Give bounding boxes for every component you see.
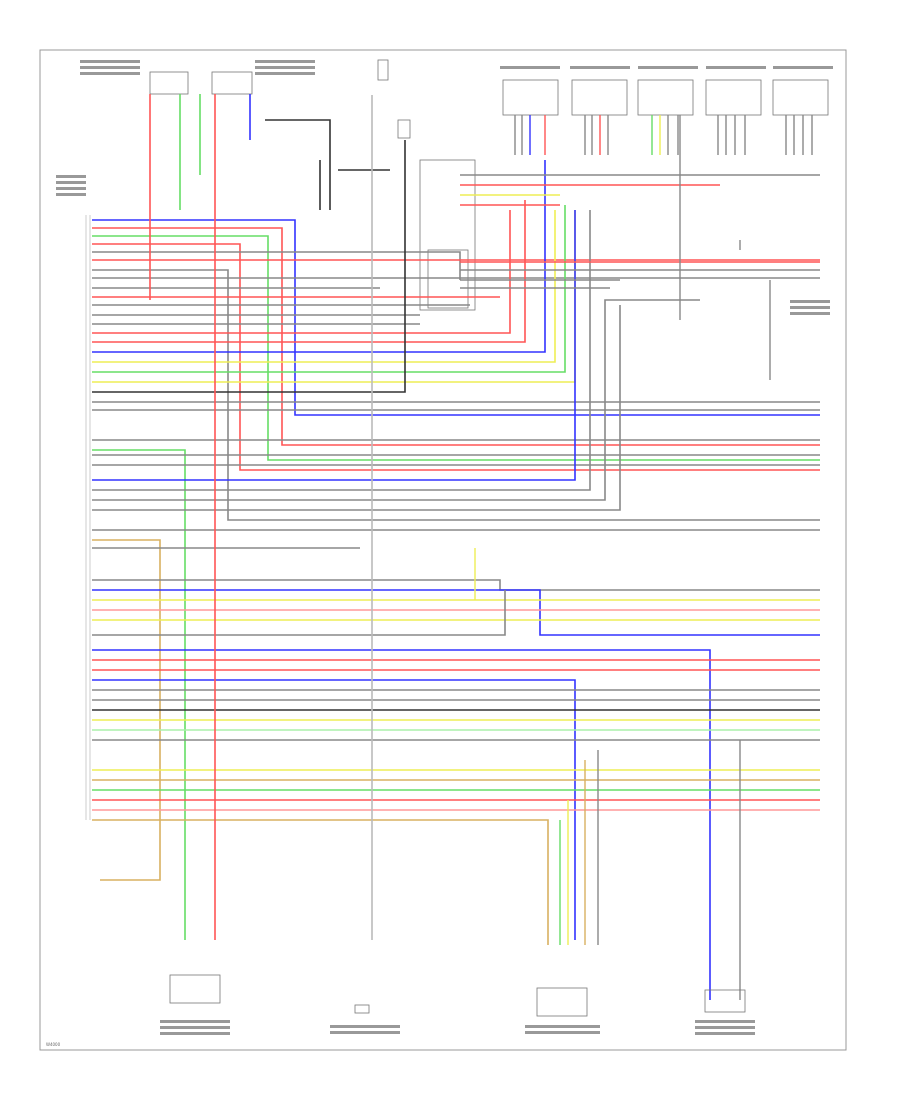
ecm-connector-rail [85,215,91,820]
injector-boxes [502,79,829,116]
bottom-components [169,974,746,1017]
top-left-sensors [149,59,476,311]
diagram-code: W4000 [46,1042,61,1047]
diagram-frame [39,49,847,1051]
right-wires [460,115,820,1000]
ecm-wires [92,140,820,1000]
injector-leads [514,115,813,155]
annotation-marks [56,60,833,1035]
sensor-wires [149,94,390,940]
